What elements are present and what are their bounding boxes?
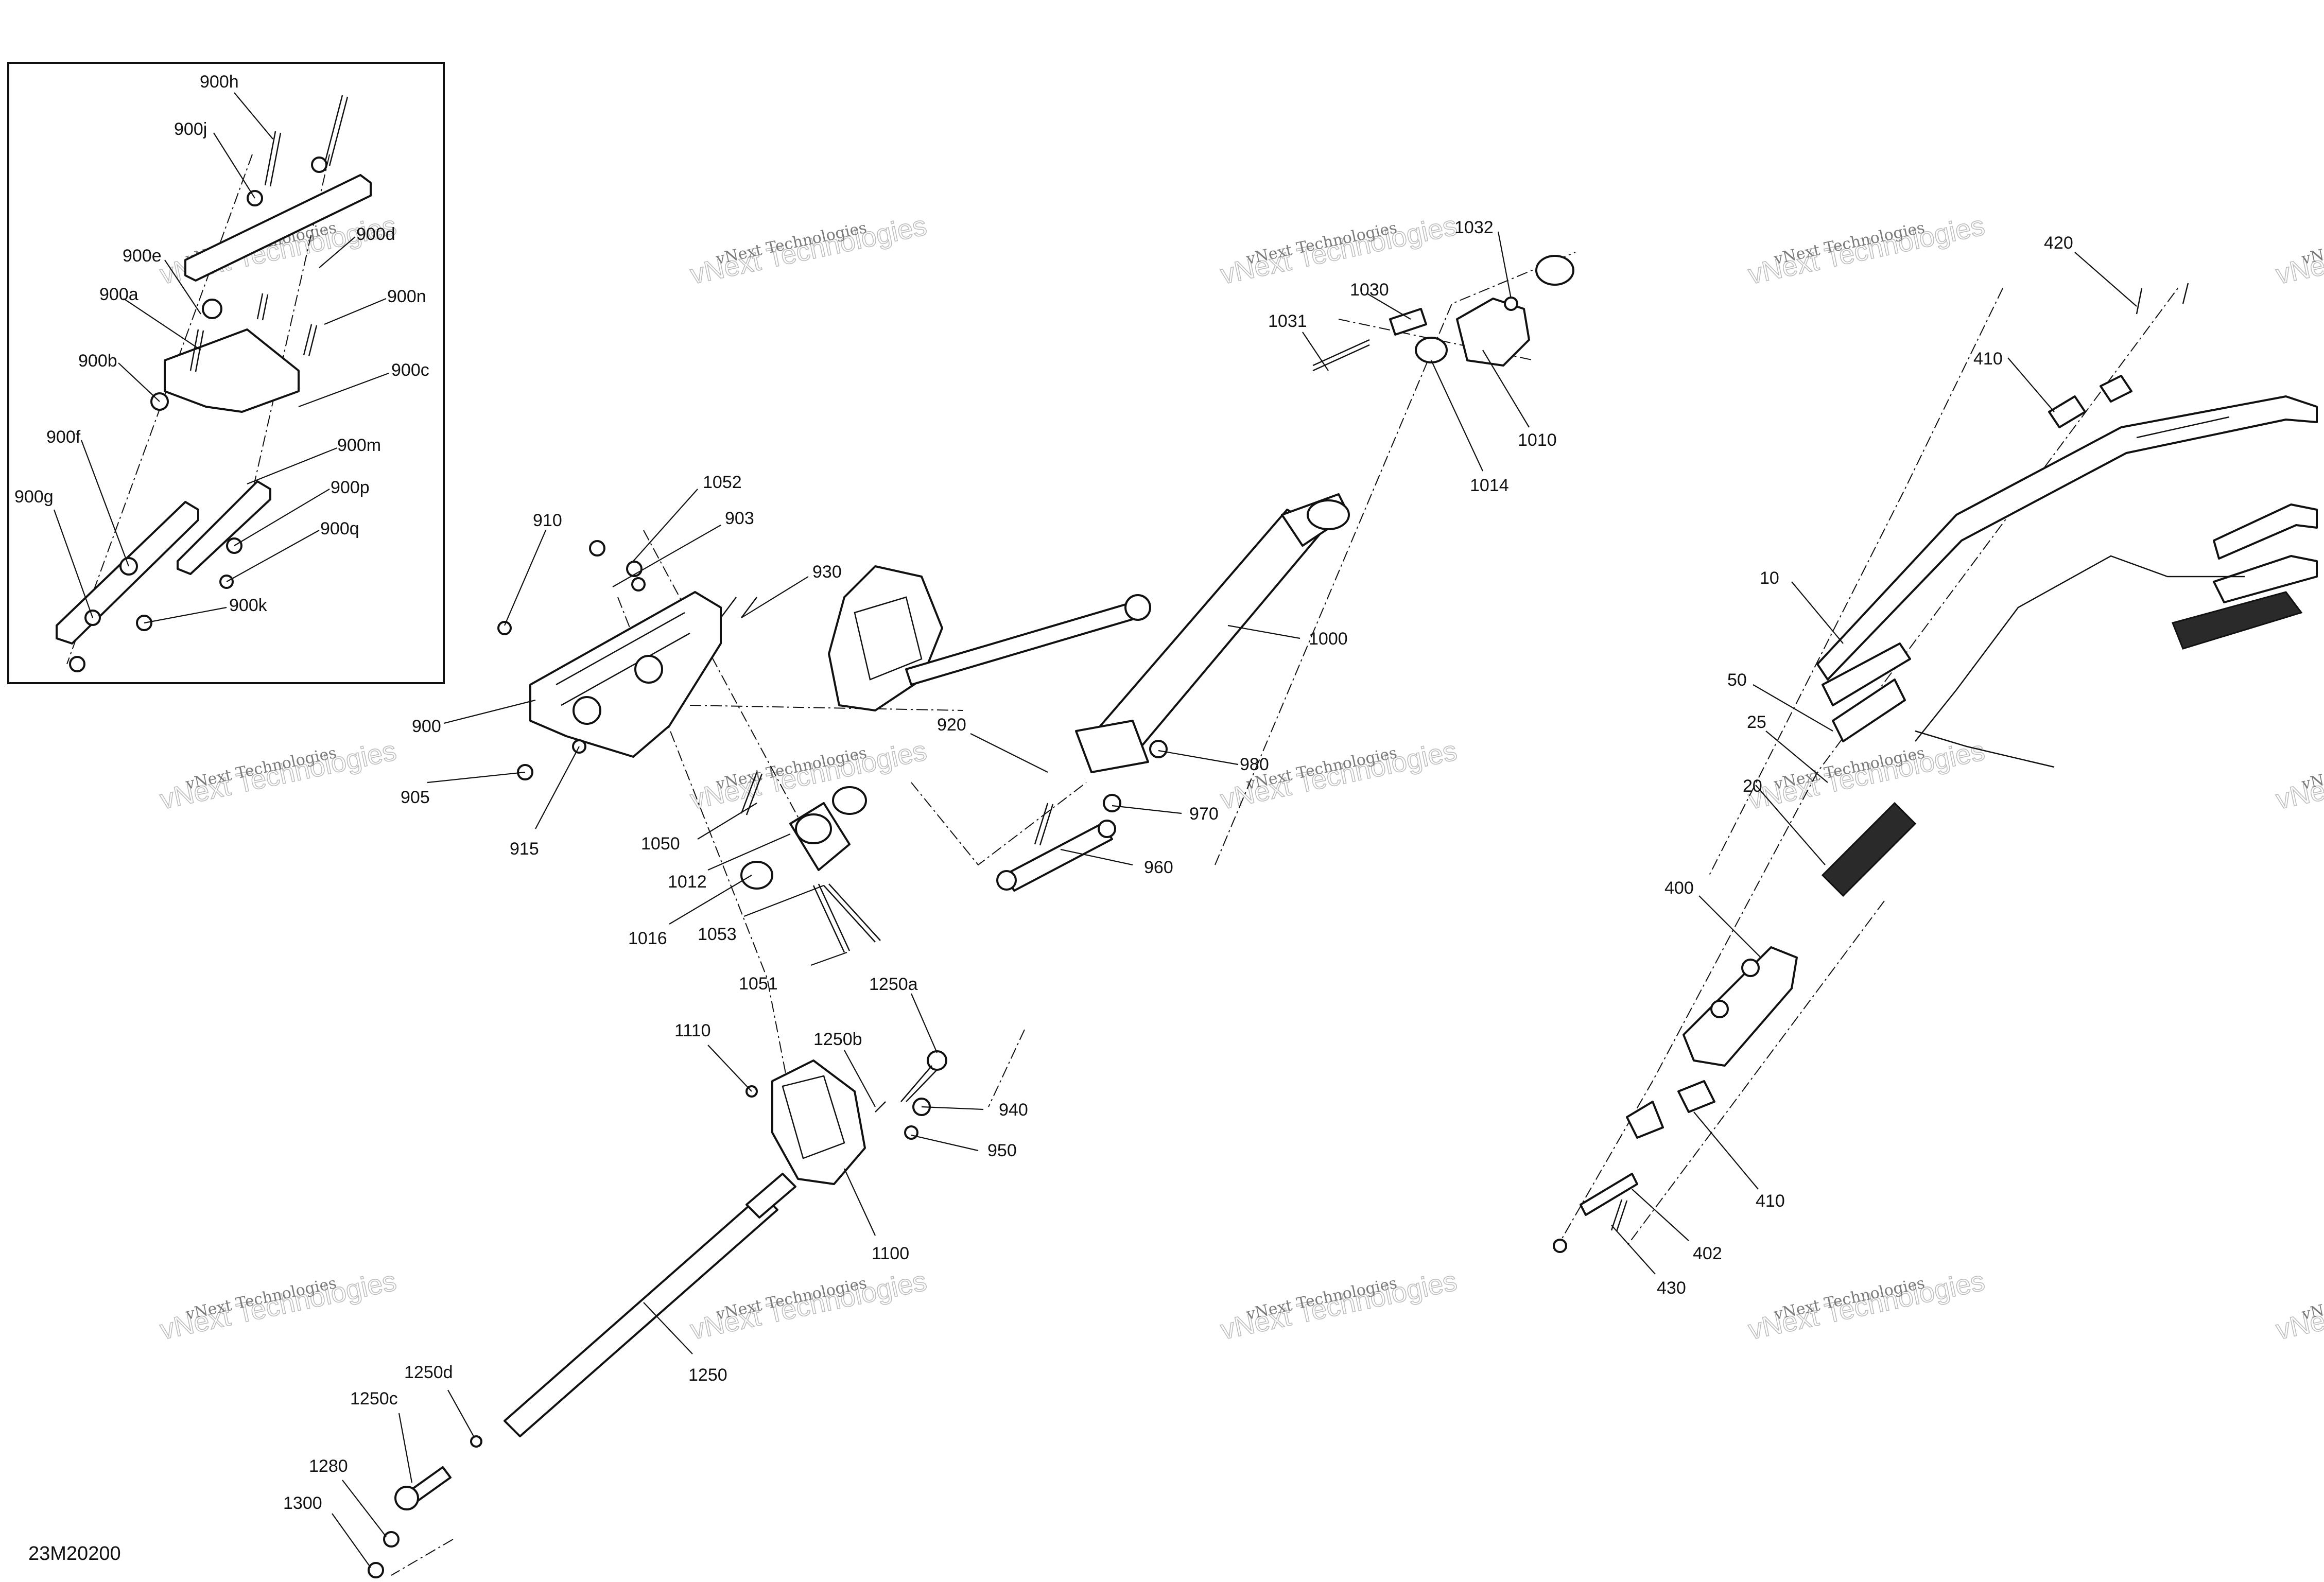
callout: 900b: [78, 351, 117, 371]
callout: 1100: [872, 1244, 909, 1263]
callout: 960: [1144, 858, 1173, 877]
callout: 10: [1760, 568, 1779, 588]
callout: 900k: [229, 596, 268, 615]
callout: 1014: [1470, 476, 1509, 495]
callout: 950: [987, 1141, 1017, 1160]
callout: 1032: [1454, 218, 1494, 237]
grip-tube-icon: [2213, 503, 2318, 560]
callout: 1053: [698, 925, 737, 944]
link-plate-icon: [177, 480, 271, 575]
callout: 1110: [674, 1021, 711, 1040]
callout: 50: [1727, 670, 1747, 690]
callout: 1250b: [813, 1030, 862, 1049]
mount-bracket-icon: [164, 328, 300, 413]
callout: 25: [1747, 712, 1766, 732]
callout: 1050: [641, 834, 680, 854]
steering-column-icon: [1090, 509, 1324, 758]
callout: 980: [1240, 755, 1269, 774]
callout: 1016: [628, 929, 667, 948]
callout: 402: [1693, 1244, 1722, 1263]
callout: 1012: [668, 872, 707, 892]
detail-inset: [7, 62, 445, 684]
callout: 900e: [123, 246, 162, 266]
callout: 420: [2044, 233, 2073, 253]
callout: 900h: [200, 72, 239, 92]
callout: 900g: [14, 487, 54, 507]
lower-steering-shaft-icon: [504, 1193, 778, 1437]
callout: 1300: [283, 1493, 322, 1513]
callout: 1030: [1350, 280, 1389, 300]
handlebar-icon: [1816, 395, 2318, 681]
callout: 930: [812, 562, 842, 582]
tie-rod-icon: [905, 601, 1139, 686]
document-code: 23M20200: [28, 1543, 121, 1564]
callout: 410: [1756, 1191, 1785, 1211]
callout: 910: [533, 511, 562, 530]
callout: 1031: [1268, 311, 1307, 331]
upper-clamp-icon: [1456, 298, 1530, 367]
inset-frame: [7, 62, 445, 684]
callout-labels: 900h 900j 900d 900e 900n 900a 900c 900b …: [14, 72, 2073, 1513]
watermark-text: vNext Technologies: [2300, 1274, 2324, 1324]
handlebar-clamp-icon: [1683, 946, 1798, 1067]
callout: 1051: [739, 974, 778, 994]
steering-assembly: [368, 252, 1576, 1578]
callout: 410: [1973, 349, 2003, 369]
callout: 900: [412, 717, 441, 736]
callout: 900p: [331, 478, 370, 497]
grip-icon: [2171, 591, 2303, 650]
watermark-text: vNext Technologies: [2300, 744, 2324, 793]
callout: 1250d: [404, 1363, 453, 1382]
callout: 430: [1657, 1278, 1686, 1298]
callout: 400: [1664, 878, 1694, 898]
handlebar-assembly: [1553, 283, 2318, 1253]
callout: 905: [401, 788, 430, 807]
callout: 900a: [99, 285, 138, 304]
callout: 970: [1189, 804, 1219, 824]
callout: 1250: [688, 1365, 727, 1385]
callout: 1000: [1309, 629, 1348, 649]
callout: 900m: [337, 436, 381, 455]
callout: 1280: [309, 1456, 348, 1476]
callout: 1010: [1518, 430, 1557, 450]
watermark-text: vNext Technologies: [2300, 219, 2324, 268]
callout: 900f: [46, 427, 81, 447]
callout: 900n: [387, 287, 426, 306]
lower-steering-housing-icon: [771, 1059, 866, 1185]
callout: 920: [937, 715, 966, 735]
callout: 1052: [703, 473, 742, 492]
callout: 900c: [391, 360, 429, 380]
callout: 903: [725, 509, 754, 528]
callout: 1250a: [869, 975, 918, 994]
callout: 900q: [320, 519, 359, 538]
callout: 20: [1743, 776, 1762, 796]
callout: 915: [510, 839, 539, 859]
upper-bracket-icon: [184, 174, 372, 282]
grip-sleeve-icon: [1822, 642, 1911, 706]
callout: 900j: [174, 119, 207, 139]
leader-lines: [53, 92, 2137, 1568]
callout: 1250c: [350, 1389, 398, 1409]
callout: 900d: [356, 224, 395, 244]
callout: 940: [999, 1100, 1028, 1120]
heated-grip-icon: [1821, 802, 1917, 897]
steering-shaft-housing-icon: [828, 565, 943, 711]
